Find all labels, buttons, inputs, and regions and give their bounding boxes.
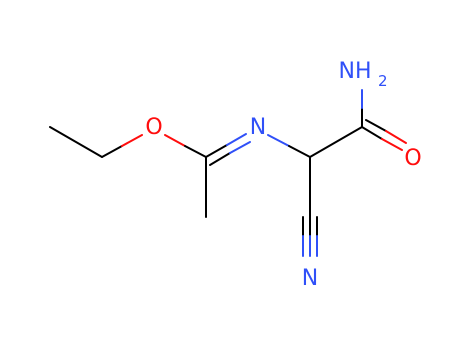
atom-label-amide-nitrogen-subscript: 2	[378, 72, 388, 90]
bond-c-o-double-1-black	[361, 126, 383, 140]
atom-label-carbonyl-oxygen: O	[404, 146, 421, 171]
bond-o-c-red	[164, 134, 186, 147]
bond-c-n-double-1-black	[205, 144, 228, 158]
bond-ch3-ch2	[49, 126, 103, 158]
bond-n-ch-blue	[267, 134, 290, 147]
atom-label-nitrile-nitrogen: N	[302, 266, 318, 291]
bond-c-n-double-1-blue	[226, 133, 247, 146]
bond-o-c-black	[184, 145, 207, 158]
bond-c-n-double-2-black	[209, 152, 231, 166]
bond-n-ch-black	[288, 145, 311, 158]
bond-layer	[49, 89, 407, 257]
atom-label-layer: O N NH 2 O N	[145, 59, 421, 291]
bond-ch2-o-black	[101, 145, 123, 158]
bond-c-o-double-2-black	[365, 119, 387, 132]
bond-ch2-o-red	[121, 134, 143, 147]
bond-c-o-double-1-red	[381, 138, 403, 151]
bond-c-n-double-2-blue	[229, 141, 251, 154]
bond-c-o-double-2-red	[385, 130, 407, 144]
bond-ch-camide	[309, 126, 363, 158]
atom-label-ether-oxygen: O	[145, 115, 162, 140]
atom-label-imine-nitrogen: N	[250, 115, 266, 140]
atom-label-amide-nitrogen: NH	[339, 59, 372, 84]
